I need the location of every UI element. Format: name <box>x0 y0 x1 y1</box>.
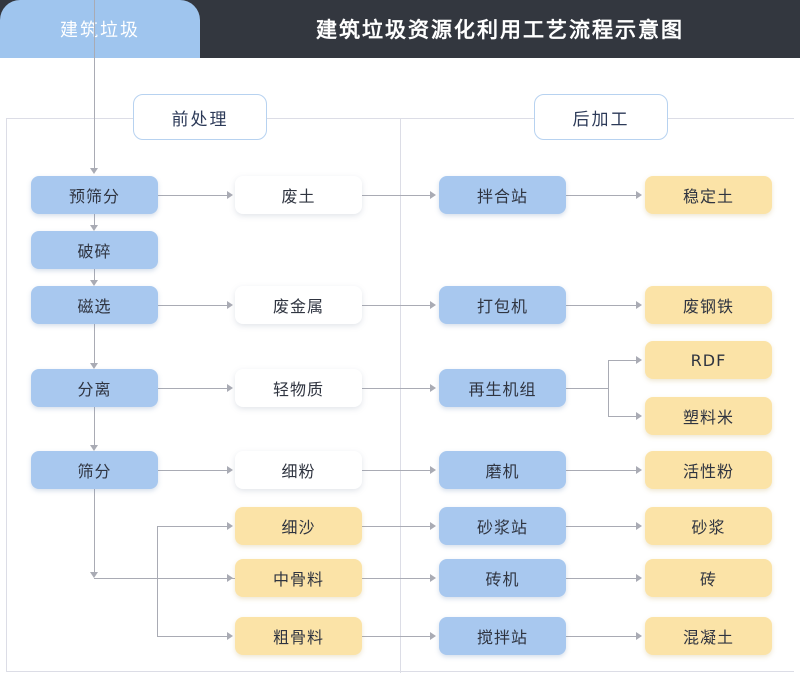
node-intermediate-medium-aggregate[interactable]: 中骨料 <box>235 559 362 597</box>
node-product-plastic-pellet[interactable]: 塑料米 <box>645 397 772 435</box>
connector-prescreen-waste-soil <box>158 195 229 196</box>
arrow-baler-scrap-steel <box>636 301 642 309</box>
arrow-mortar-station-mortar <box>636 522 642 530</box>
connector-recycling-branch-riser <box>608 360 609 416</box>
node-product-concrete[interactable]: 混凝土 <box>645 617 772 655</box>
connector-recycling-rdf <box>608 360 638 361</box>
arrow-waste-soil-mixing <box>430 191 436 199</box>
node-equipment-brick-machine[interactable]: 砖机 <box>439 559 566 597</box>
connector-separate-light <box>158 388 229 389</box>
connector-crush-magnetic <box>94 269 95 282</box>
arrow-coarse-concrete <box>430 632 436 640</box>
arrow-medium-brick <box>430 574 436 582</box>
page-header: 建筑垃圾 建筑垃圾资源化利用工艺流程示意图 <box>0 0 800 58</box>
connector-fine-sand-mortar <box>361 526 432 527</box>
connector-waste-metal-baler <box>361 305 432 306</box>
arrow-prescreen-crush <box>90 225 98 231</box>
node-intermediate-waste-metal[interactable]: 废金属 <box>235 286 362 324</box>
connector-light-recycling <box>361 388 432 389</box>
arrow-aggregate-to-medium <box>227 574 233 582</box>
node-product-stabilized-soil[interactable]: 稳定土 <box>645 176 772 214</box>
arrow-recycling-rdf <box>636 356 642 364</box>
node-product-brick[interactable]: 砖 <box>645 559 772 597</box>
node-product-mortar[interactable]: 砂浆 <box>645 507 772 545</box>
connector-aggregate-to-coarse <box>157 636 229 637</box>
connector-screen-fine-powder <box>158 470 229 471</box>
node-product-rdf[interactable]: RDF <box>645 341 772 379</box>
connector-recycling-branch-stem <box>566 388 609 389</box>
arrow-recycling-plastic <box>636 412 642 420</box>
node-intermediate-fine-powder[interactable]: 细粉 <box>235 451 362 489</box>
arrow-fine-powder-mill <box>430 466 436 474</box>
node-process-prescreen[interactable]: 预筛分 <box>31 176 158 214</box>
arrow-mixer-concrete <box>636 632 642 640</box>
connector-screen-aggregate-drop <box>94 489 95 575</box>
arrow-waste-metal-baler <box>430 301 436 309</box>
connector-mixer-concrete <box>566 636 638 637</box>
node-intermediate-light-material[interactable]: 轻物质 <box>235 369 362 407</box>
node-intermediate-waste-soil[interactable]: 废土 <box>235 176 362 214</box>
node-process-screen[interactable]: 筛分 <box>31 451 158 489</box>
stage-label-postprocess[interactable]: 后加工 <box>534 94 668 140</box>
node-product-scrap-steel[interactable]: 废钢铁 <box>645 286 772 324</box>
arrow-aggregate-to-fine-sand <box>227 522 233 530</box>
connector-fine-powder-mill <box>361 470 432 471</box>
connector-baler-scrap-steel <box>566 305 638 306</box>
arrow-aggregate-to-coarse <box>227 632 233 640</box>
connector-aggregate-to-fine-sand <box>157 526 229 527</box>
arrow-crush-magnetic <box>90 280 98 286</box>
arrow-brick-machine-brick <box>636 574 642 582</box>
connector-waste-soil-mixing <box>361 195 432 196</box>
arrow-light-recycling <box>430 384 436 392</box>
node-product-active-powder[interactable]: 活性粉 <box>645 451 772 489</box>
connector-recycling-plastic <box>608 416 638 417</box>
node-equipment-mill[interactable]: 磨机 <box>439 451 566 489</box>
node-equipment-recycling-unit[interactable]: 再生机组 <box>439 369 566 407</box>
arrow-magnetic-waste-metal <box>227 301 233 309</box>
connector-aggregate-to-medium <box>157 578 229 579</box>
arrow-separate-light <box>227 384 233 392</box>
arrow-mixing-stabilized-soil <box>636 191 642 199</box>
arrow-screen-aggregate-drop <box>90 572 98 578</box>
node-equipment-baler[interactable]: 打包机 <box>439 286 566 324</box>
header-tab-source[interactable]: 建筑垃圾 <box>0 0 200 58</box>
node-intermediate-fine-sand[interactable]: 细沙 <box>235 507 362 545</box>
connector-mortar-station-mortar <box>566 526 638 527</box>
node-equipment-mixing-station[interactable]: 拌合站 <box>439 176 566 214</box>
stage-label-pretreatment[interactable]: 前处理 <box>133 94 267 140</box>
node-intermediate-coarse-aggregate[interactable]: 粗骨料 <box>235 617 362 655</box>
stage-divider <box>400 118 401 673</box>
connector-prescreen-crush <box>94 214 95 227</box>
node-equipment-mortar-station[interactable]: 砂浆站 <box>439 507 566 545</box>
arrow-fine-sand-mortar <box>430 522 436 530</box>
connector-mixing-stabilized-soil <box>566 195 638 196</box>
arrow-mill-active-powder <box>636 466 642 474</box>
arrow-feed-to-prescreen <box>90 168 98 174</box>
connector-aggregate-riser <box>157 526 158 636</box>
header-tab-label: 建筑垃圾 <box>60 20 140 41</box>
arrow-prescreen-waste-soil <box>227 191 233 199</box>
connector-magnetic-separate <box>94 324 95 365</box>
arrow-screen-fine-powder <box>227 466 233 474</box>
connector-feed-vertical <box>94 0 95 168</box>
connector-separate-screen <box>94 407 95 447</box>
node-process-magnetic[interactable]: 磁选 <box>31 286 158 324</box>
node-process-separate[interactable]: 分离 <box>31 369 158 407</box>
connector-brick-machine-brick <box>566 578 638 579</box>
arrow-separate-screen <box>90 445 98 451</box>
connector-coarse-concrete <box>361 636 432 637</box>
connector-mill-active-powder <box>566 470 638 471</box>
node-process-crush[interactable]: 破碎 <box>31 231 158 269</box>
connector-medium-brick <box>361 578 432 579</box>
page-title: 建筑垃圾资源化利用工艺流程示意图 <box>316 18 684 42</box>
arrow-magnetic-separate <box>90 363 98 369</box>
connector-magnetic-waste-metal <box>158 305 229 306</box>
node-equipment-concrete-mixer[interactable]: 搅拌站 <box>439 617 566 655</box>
